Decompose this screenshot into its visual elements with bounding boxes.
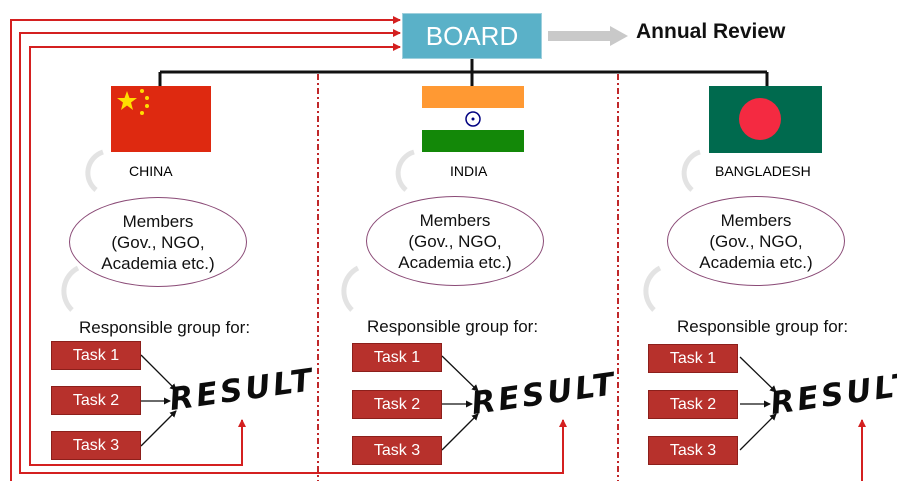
board-box: BOARD — [402, 13, 542, 59]
task-box-1-china: Task 1 — [51, 341, 141, 370]
responsible-label-india: Responsible group for: — [367, 317, 539, 336]
country-label-india: INDIA — [450, 163, 488, 179]
task-box-2-india: Task 2 — [352, 390, 442, 419]
china-flag — [111, 86, 211, 152]
members-ellipse-bangladesh: Members (Gov., NGO, Academia etc.) — [667, 196, 845, 286]
task-box-1-bangladesh: Task 1 — [648, 344, 738, 373]
responsible-label-bangladesh: Responsible group for: — [677, 317, 849, 336]
task-box-3-bangladesh: Task 3 — [648, 436, 738, 465]
task-label: Task 3 — [669, 441, 717, 459]
members-ellipse-china: Members (Gov., NGO, Academia etc.) — [69, 197, 247, 287]
org-tree-lines — [158, 59, 769, 86]
members-ellipse-india: Members (Gov., NGO, Academia etc.) — [366, 196, 544, 286]
board-label: BOARD — [425, 20, 519, 51]
members-text: Members (Gov., NGO, Academia etc.) — [101, 211, 215, 273]
column-dividers — [317, 74, 619, 481]
board-to-review-arrow — [548, 26, 628, 46]
responsible-label-china: Responsible group for: — [79, 318, 251, 337]
bangladesh-flag — [709, 86, 822, 153]
members-text: Members (Gov., NGO, Academia etc.) — [398, 210, 512, 272]
india-flag — [422, 86, 524, 152]
task-box-3-india: Task 3 — [352, 436, 442, 465]
task-label: Task 2 — [373, 395, 421, 413]
task-label: Task 2 — [72, 391, 120, 409]
members-text: Members (Gov., NGO, Academia etc.) — [699, 210, 813, 272]
task-label: Task 1 — [72, 346, 120, 364]
country-label-china: CHINA — [129, 163, 173, 179]
task-label: Task 3 — [72, 436, 120, 454]
task-box-1-india: Task 1 — [352, 343, 442, 372]
country-label-bangladesh: BANGLADESH — [715, 163, 811, 179]
task-arrows — [140, 354, 777, 451]
annual-review-label: Annual Review — [636, 20, 786, 43]
task-box-2-china: Task 2 — [51, 386, 141, 415]
task-box-2-bangladesh: Task 2 — [648, 390, 738, 419]
task-label: Task 3 — [373, 441, 421, 459]
feedback-loops — [10, 16, 866, 481]
decorative-arcs — [61, 149, 701, 312]
task-label: Task 1 — [373, 348, 421, 366]
task-box-3-china: Task 3 — [51, 431, 141, 460]
task-label: Task 2 — [669, 395, 717, 413]
task-label: Task 1 — [669, 349, 717, 367]
